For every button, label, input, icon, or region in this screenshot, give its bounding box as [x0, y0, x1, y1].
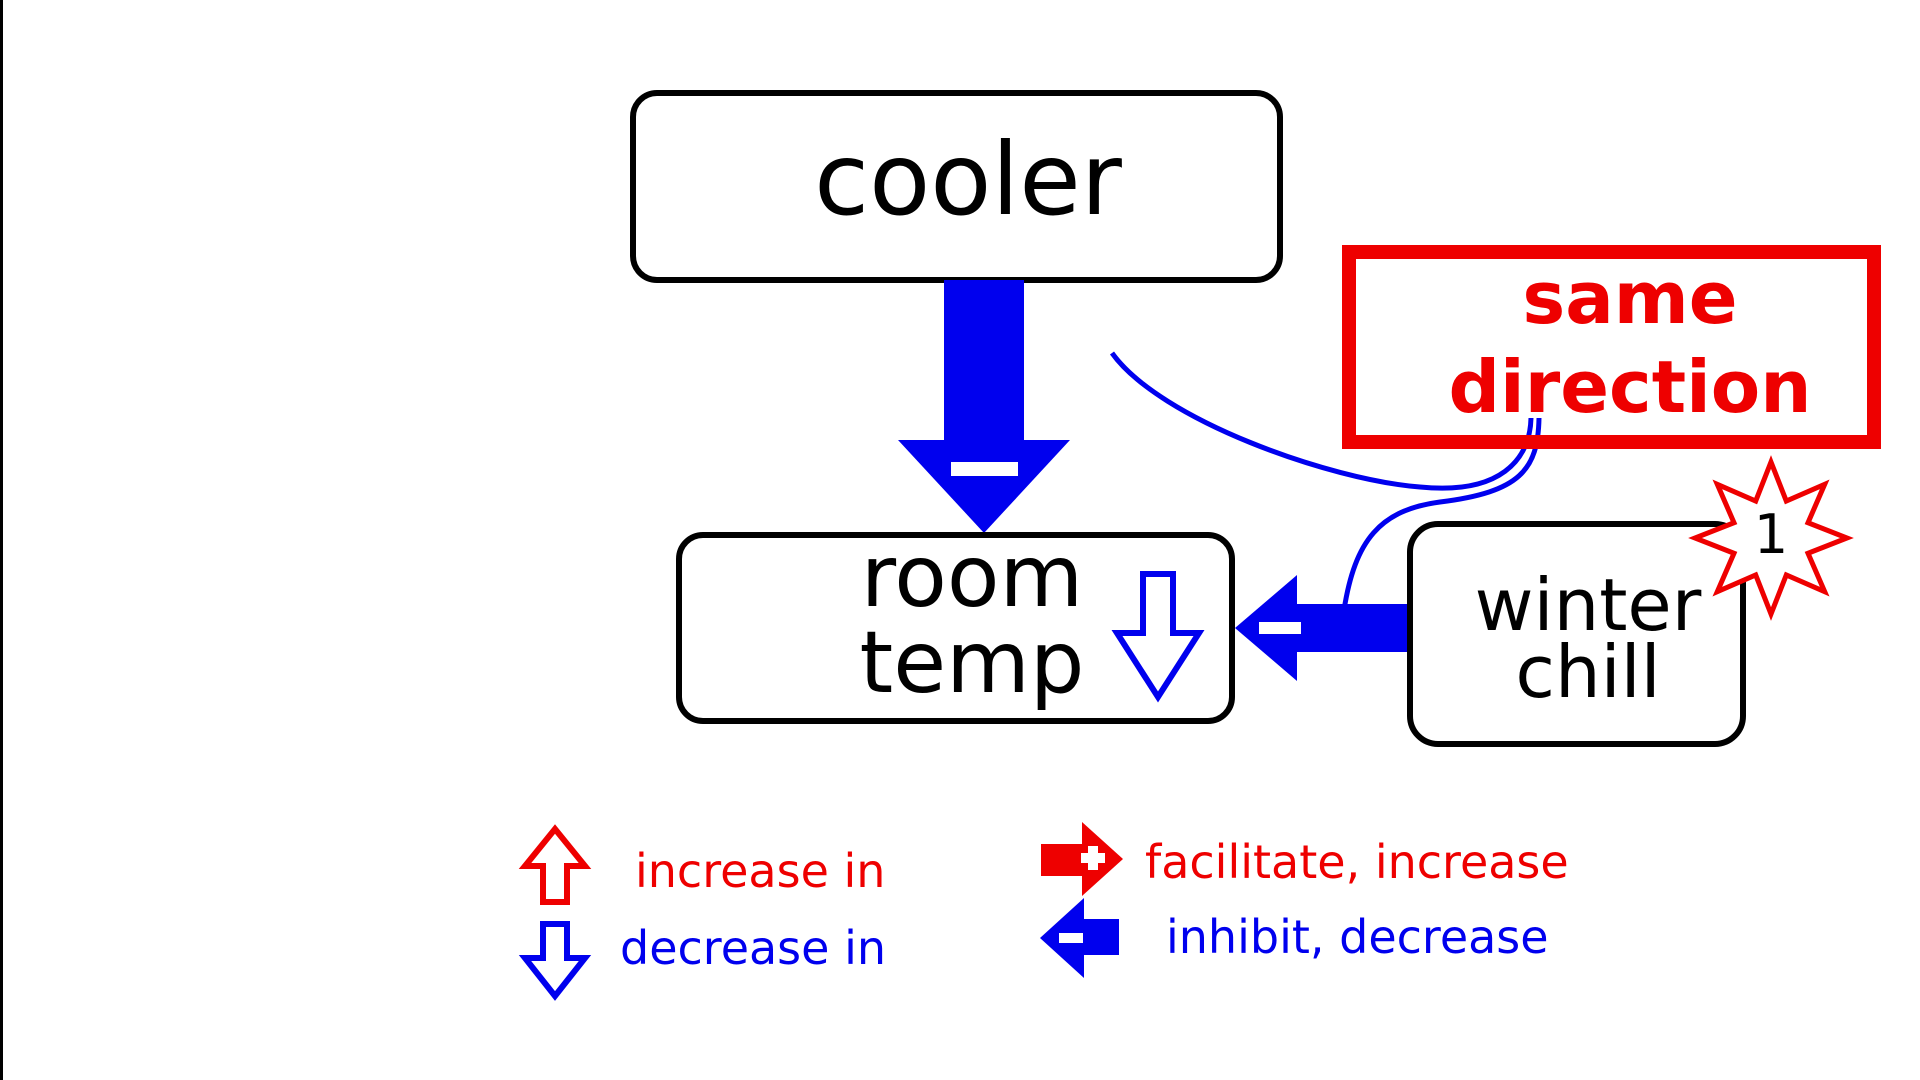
legend-facilitate-icon: [1041, 822, 1123, 896]
legend-increase-label: increase in: [635, 844, 885, 898]
arrow-shaft: [1294, 604, 1409, 652]
callout-label-line1: same: [1522, 256, 1737, 340]
connector-to-winter-arrow: [1341, 417, 1542, 611]
inhibit-arrow-winter-chill-to-room-temp: [1235, 575, 1409, 681]
legend-decrease-icon: [518, 921, 592, 1001]
node-winter-chill-box: [1407, 521, 1746, 747]
legend-facilitate-label: facilitate, increase: [1145, 835, 1569, 889]
minus-sign: [951, 462, 1018, 476]
legend-decrease-label: decrease in: [620, 921, 886, 975]
node-winter-chill-label-line1: winter: [1475, 563, 1702, 647]
arrow-shaft: [944, 280, 1024, 441]
badge-number: 1: [1754, 503, 1788, 566]
callout-same-direction: same direction: [1342, 245, 1881, 449]
starburst-icon: [1688, 455, 1854, 621]
connector-to-cooler-arrow: [1109, 351, 1534, 491]
number-badge: 1: [1688, 455, 1854, 621]
node-cooler: cooler: [630, 90, 1283, 283]
callout-box: [1342, 245, 1881, 449]
node-winter-chill: winter chill: [1407, 521, 1746, 747]
inhibit-arrow-cooler-to-room-temp: [898, 280, 1070, 533]
legend-inhibit-label: inhibit, decrease: [1166, 910, 1549, 964]
node-room-temp-box: [676, 532, 1235, 724]
legend-inhibit-icon: [1040, 898, 1119, 978]
legend-increase-icon: [518, 824, 592, 905]
node-room-temp-label-line1: room: [861, 527, 1083, 627]
arrow-head: [898, 440, 1070, 533]
node-cooler-label: cooler: [814, 121, 1123, 238]
callout-connectors: [1109, 351, 1542, 611]
decrease-arrow-icon: [1111, 571, 1205, 703]
callout-label-line2: direction: [1448, 345, 1811, 429]
node-winter-chill-label-line2: chill: [1515, 630, 1660, 714]
node-room-temp-label-line2: temp: [860, 613, 1085, 713]
minus-sign: [1259, 622, 1301, 634]
node-room-temp: room temp: [676, 527, 1235, 724]
legend: increase in decrease in facilitate, incr…: [518, 822, 1569, 1001]
